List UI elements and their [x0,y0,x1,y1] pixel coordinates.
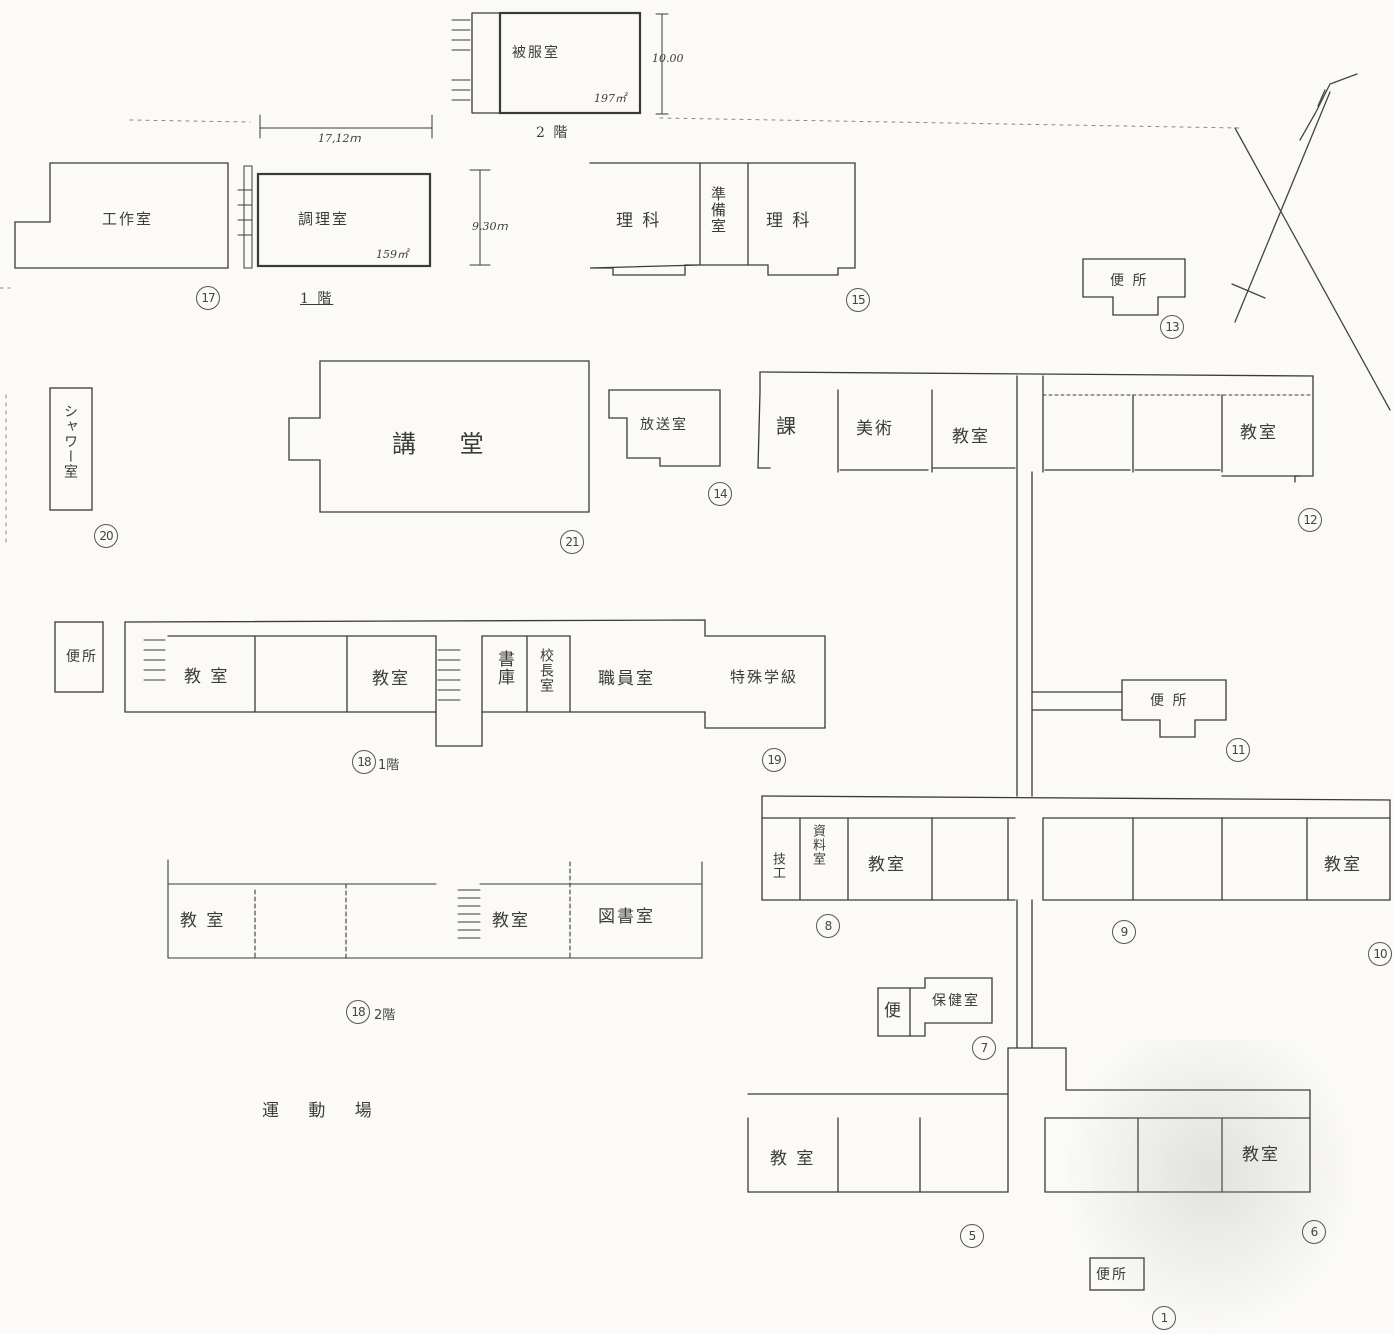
label-18-1f: 1階 [378,758,400,773]
label-classroom-12d: 教室 [1240,423,1278,443]
building-number-10: 10 [1368,942,1392,966]
label-staff-room: 職員室 [598,669,655,689]
toilet-1-outline [1089,1257,1145,1291]
workshop-outline [14,162,229,269]
label-shower: シャワー室 [62,404,78,479]
building-number-6: 6 [1302,1220,1326,1244]
label-toilet-1: 便所 [1096,1267,1128,1283]
label-classroom-2f-a: 教 室 [180,911,226,931]
label-principal: 校長室 [538,648,554,693]
building-number-7: 7 [972,1036,996,1060]
label-floor-2: 2 階 [536,125,570,141]
wing-18-2f-outline [167,859,703,959]
building-number-17: 17 [196,286,220,310]
label-clothing-room: 被服室 [512,45,560,61]
building-number-9: 9 [1112,920,1136,944]
south-wing-outline [747,1047,1311,1193]
label-storage: 書庫 [494,650,514,686]
wing-18-1f-outline [54,619,826,747]
clothing-room-outline [451,11,669,115]
label-material-room: 資料室 [810,824,825,866]
label-cooking-room: 調理室 [298,210,350,228]
label-prep-room: 準備室 [709,186,727,234]
label-art-room: 美術 [856,419,894,439]
label-area-2f: 197㎡ [594,92,626,105]
building-number-15: 15 [846,288,870,312]
label-classroom-12c: 教室 [952,427,990,447]
label-library: 図書室 [598,907,655,927]
label-classroom-18a: 教 室 [184,667,230,687]
building-number-18-1f: 18 [352,750,376,774]
cooking-room-outline [237,165,491,269]
north-wing-outline [757,371,1314,483]
building-number-12: 12 [1298,508,1322,532]
science-block-outline [589,162,856,276]
label-classroom-8: 教室 [868,855,906,875]
label-classroom-5: 教 室 [770,1149,816,1169]
label-dim-930: 9.30ｍ [472,220,508,233]
paper-smudge [1060,1040,1360,1334]
label-toilet-11: 便 所 [1150,693,1189,709]
label-auditorium: 講 堂 [392,430,502,458]
label-toilet-18: 便所 [66,649,98,665]
label-room-12a: 課 [776,414,798,438]
label-toilet-13: 便 所 [1110,273,1149,289]
middle-wing-outline [761,795,1391,901]
label-classroom-2f-b: 教室 [492,911,530,931]
building-number-11: 11 [1226,738,1250,762]
dimension-line [259,114,433,139]
building-number-13: 13 [1160,315,1184,339]
building-number-20: 20 [94,524,118,548]
label-dim-10: 10.00 [652,52,684,65]
label-area-1f: 159㎡ [376,248,408,261]
label-science-2: 理 科 [766,211,812,231]
label-science-1: 理 科 [616,211,662,231]
toilet-11-outline [1121,679,1227,738]
north-arrow-icon [1231,73,1391,411]
broadcast-room-outline [608,389,721,467]
label-health-room: 保健室 [932,993,980,1009]
label-18-2f: 2階 [374,1008,396,1023]
main-corridor [1016,471,1123,1049]
building-number-14: 14 [708,482,732,506]
building-number-8: 8 [816,914,840,938]
label-toilet-7: 便 [884,1001,903,1021]
shower-outline [49,387,93,511]
auditorium-outline [288,360,590,513]
building-number-1: 1 [1152,1306,1176,1330]
label-playground: 運 動 場 [262,1101,384,1121]
site-boundary [0,117,1241,546]
health-room-outline [877,977,993,1037]
label-dim-1712: 17,12ｍ [318,132,361,145]
label-workshop: 工作室 [102,210,154,228]
building-number-21: 21 [560,530,584,554]
building-number-18-2f: 18 [346,1000,370,1024]
label-floor-1: 1 階 [300,291,334,307]
label-classroom-6: 教室 [1242,1145,1280,1165]
label-broadcast-room: 放送室 [640,417,688,433]
building-number-19: 19 [762,748,786,772]
label-tech-room: 技工 [770,852,785,880]
toilet-13-outline [1082,258,1186,316]
building-number-5: 5 [960,1224,984,1248]
label-classroom-18b: 教室 [372,669,410,689]
label-classroom-10: 教室 [1324,855,1362,875]
label-special-class: 特殊学級 [730,668,799,686]
